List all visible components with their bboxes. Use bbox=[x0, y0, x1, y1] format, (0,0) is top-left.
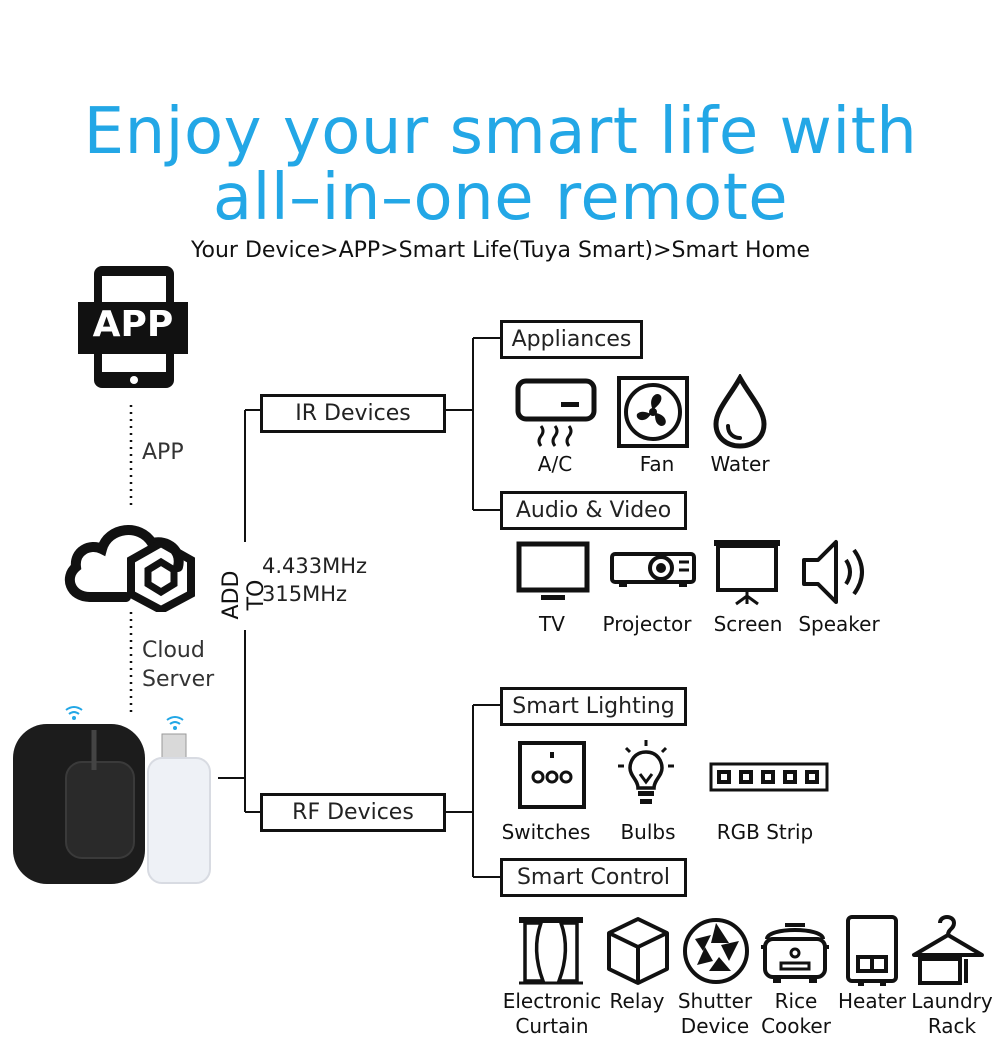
wifi-icon bbox=[65, 706, 83, 715]
curtain-label-line-2: Curtain bbox=[515, 1014, 589, 1038]
switches-label: Switches bbox=[501, 820, 591, 844]
laundry-rack-icon bbox=[912, 915, 984, 985]
water-drop-icon bbox=[713, 374, 767, 449]
ac-icon bbox=[515, 378, 597, 447]
heater-icon bbox=[846, 915, 898, 986]
appliances-box: Appliances bbox=[500, 320, 643, 359]
screen-icon bbox=[714, 540, 780, 606]
curtain-icon bbox=[519, 917, 583, 985]
projector-icon bbox=[610, 552, 696, 587]
headline-line-2: all–in–one remote bbox=[212, 161, 789, 235]
screen-label: Screen bbox=[713, 612, 783, 636]
curtain-label-line-1: Electronic bbox=[502, 989, 602, 1013]
audio-video-box: Audio & Video bbox=[500, 491, 687, 530]
app-badge-text: APP bbox=[92, 304, 174, 345]
cloud-label-line-1: Cloud bbox=[142, 638, 205, 663]
water-label: Water bbox=[710, 452, 770, 476]
tv-label: TV bbox=[539, 612, 565, 636]
ac-label: A/C bbox=[537, 452, 573, 476]
frequency-315: 315MHz bbox=[262, 582, 348, 606]
shutter-label-line-2: Device bbox=[680, 1014, 750, 1038]
tv-icon bbox=[516, 541, 590, 600]
rice-cooker-icon bbox=[761, 923, 829, 983]
speaker-icon bbox=[802, 540, 864, 604]
rice-cooker-label-line-1: Rice bbox=[774, 989, 818, 1013]
laundry-label-line-2: Rack bbox=[927, 1014, 977, 1038]
switch-icon bbox=[518, 741, 586, 809]
tuya-logo-icon bbox=[127, 540, 195, 612]
headline-line-1: Enjoy your smart life with bbox=[83, 95, 918, 169]
curtain-label: Electronic Curtain bbox=[498, 989, 606, 1039]
smart-control-box: Smart Control bbox=[500, 858, 687, 897]
shutter-label-line-1: Shutter bbox=[677, 989, 753, 1013]
cloud-label-line-2: Server bbox=[142, 667, 215, 692]
rgb-strip-label: RGB Strip bbox=[716, 820, 814, 844]
projector-label: Projector bbox=[602, 612, 692, 636]
frequency-list: 4.433MHz 315MHz bbox=[262, 552, 367, 608]
rice-cooker-label: Rice Cooker bbox=[752, 989, 840, 1039]
speaker-label: Speaker bbox=[798, 612, 880, 636]
relay-icon bbox=[607, 917, 669, 985]
ir-devices-box: IR Devices bbox=[260, 394, 446, 433]
shutter-label: Shutter Device bbox=[670, 989, 760, 1039]
frequency-433: 4.433MHz bbox=[262, 554, 368, 578]
shutter-icon bbox=[683, 918, 749, 984]
bulbs-label: Bulbs bbox=[620, 820, 676, 844]
fan-label: Fan bbox=[639, 452, 675, 476]
relay-label: Relay bbox=[609, 989, 665, 1013]
subtitle: Your Device>APP>Smart Life(Tuya Smart)>S… bbox=[190, 238, 811, 263]
rgb-strip-icon bbox=[709, 762, 829, 792]
phone-app-icon bbox=[78, 266, 188, 388]
rf-devices-box: RF Devices bbox=[260, 793, 446, 832]
heater-label: Heater bbox=[838, 989, 906, 1013]
cloud-label: Cloud Server bbox=[142, 636, 214, 694]
rice-cooker-label-line-2: Cooker bbox=[761, 1014, 831, 1038]
remote-devices-photo bbox=[13, 706, 211, 884]
smart-lighting-box: Smart Lighting bbox=[500, 687, 687, 726]
laundry-label-line-1: Laundry bbox=[911, 989, 993, 1013]
laundry-rack-label: Laundry Rack bbox=[906, 989, 998, 1039]
fan-icon bbox=[617, 376, 689, 448]
bulb-icon bbox=[618, 740, 674, 804]
app-label: APP bbox=[142, 440, 184, 465]
